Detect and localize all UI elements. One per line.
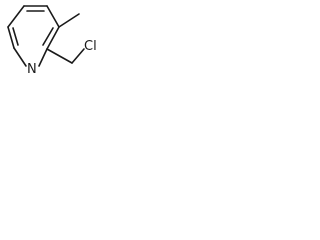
bond-c3-ch2 [46, 48, 73, 64]
bond-methyl [58, 13, 80, 28]
bond-c5-c6 [7, 26, 15, 49]
bond-c4-n [38, 48, 48, 67]
bond-n-c5 [13, 47, 27, 67]
chemical-structure: N Cl [7, 5, 97, 77]
bond-c6-c1 [7, 5, 25, 28]
chlorine-atom-label: Cl [84, 39, 97, 54]
double-bond-inner-c3-c4 [42, 27, 54, 46]
bond-c3-c4 [46, 26, 60, 50]
bond-c2-c3 [46, 5, 60, 28]
bond-ch2-cl [71, 48, 85, 64]
pyridine-ring [7, 5, 60, 67]
double-bond-inner-c5-c6 [12, 27, 19, 46]
nitrogen-atom-label: N [27, 62, 37, 77]
